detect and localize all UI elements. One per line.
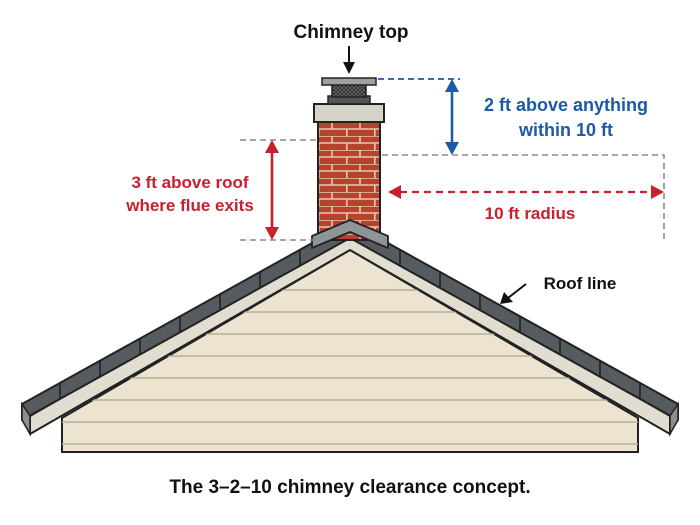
clearance-3ft-dimension	[265, 140, 279, 240]
chimney-cap-mesh-icon	[331, 83, 367, 98]
clearance-2ft-label-line2: within 10 ft	[518, 120, 613, 140]
guide-lines	[240, 139, 665, 241]
radius-10ft-dimension	[388, 185, 664, 199]
clearance-2ft-dimension	[378, 78, 460, 155]
arrow-down-icon	[343, 46, 355, 74]
clearance-3ft-label-line1: 3 ft above roof	[131, 173, 248, 192]
arrow-pointer-icon	[500, 283, 527, 304]
chimney	[311, 77, 389, 249]
radius-10ft-label: 10 ft radius	[485, 204, 576, 223]
diagram-caption: The 3–2–10 chimney clearance concept.	[169, 477, 530, 498]
chimney-top-label: Chimney top	[293, 22, 408, 43]
clearance-2ft-label-line1: 2 ft above anything	[484, 95, 648, 115]
roof-line-label: Roof line	[544, 274, 617, 293]
clearance-3ft-label-line2: where flue exits	[125, 196, 254, 215]
